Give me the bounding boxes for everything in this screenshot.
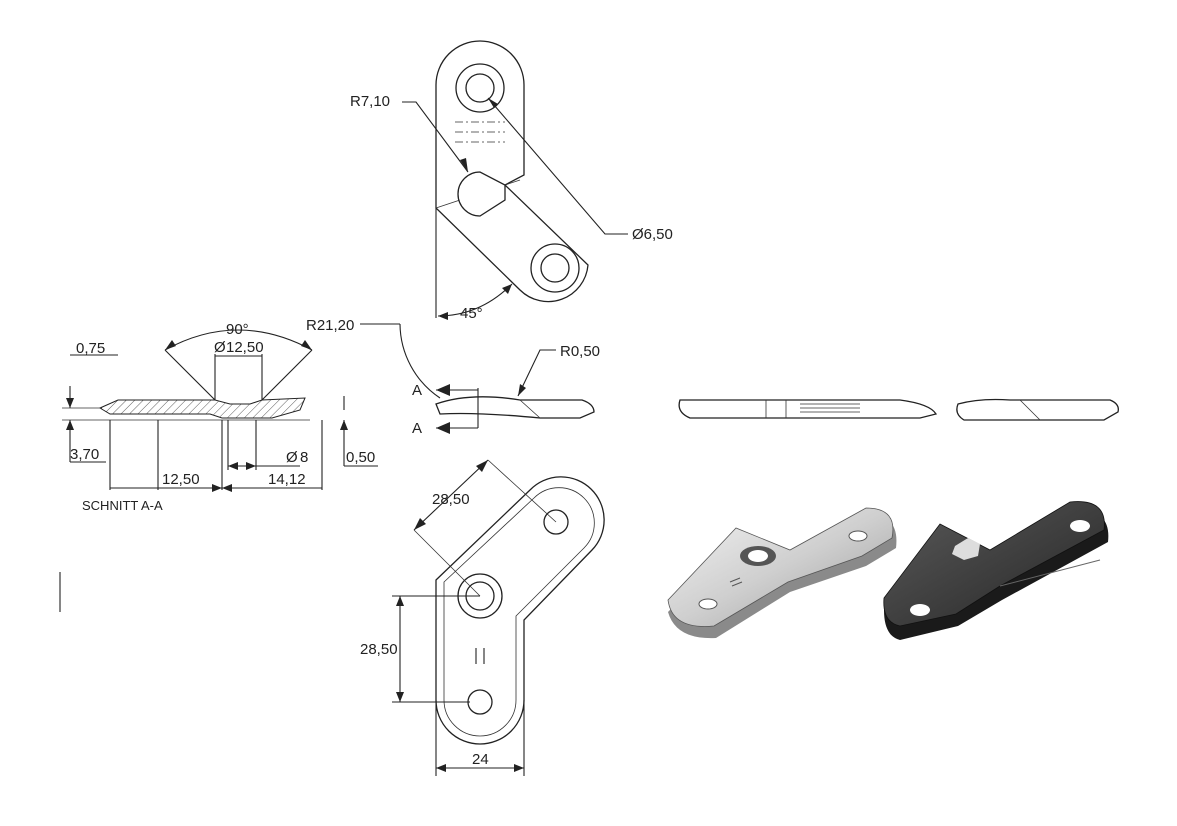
front-hole-lower [467,689,493,715]
render-light-part [667,507,897,639]
section-thickness-right-label: 0,50 [346,449,375,466]
front-width-label: 24 [472,751,489,768]
section-title: SCHNITT A-A [82,498,163,513]
side-profile [435,396,595,419]
section-angle-label: 90° [226,321,249,338]
front-view: 28,50 28,50 24 [360,459,605,776]
top-radius-label: R7,10 [350,93,390,110]
section-hole-label: 8 [300,449,308,466]
front-outline [435,476,605,745]
top-view: R7,10 Ø6,50 45° [350,40,673,322]
section-dia-symbol: Ø [214,339,226,356]
section-profile [98,397,306,419]
top-angle-label: 45° [460,305,483,322]
section-hole-dia-symbol: Ø [286,449,298,466]
side-view-long [678,399,938,419]
top-hole-dia-label: Ø6,50 [632,226,673,243]
section-countersink-label: 12,50 [226,339,264,356]
section-width-left-label: 12,50 [162,471,200,488]
side-bend-radius-label: R21,20 [306,317,354,334]
side-view: R21,20 R0,50 A A [306,317,600,437]
section-marker-bottom: A [412,420,422,437]
section-height-label: 3,70 [70,446,99,463]
section-thickness-label: 0,75 [76,340,105,357]
section-width-right-label: 14,12 [268,471,306,488]
front-diag-length-label: 28,50 [432,491,470,508]
side-edge-radius-label: R0,50 [560,343,600,360]
render-dark-part [883,501,1109,640]
section-marker-top: A [412,382,422,399]
section-view: 90° Ø 12,50 0,75 3,70 12,50 14,12 [62,321,378,513]
front-vert-length-label: 28,50 [360,641,398,658]
side-view-short [956,398,1119,421]
top-notch [457,171,506,217]
